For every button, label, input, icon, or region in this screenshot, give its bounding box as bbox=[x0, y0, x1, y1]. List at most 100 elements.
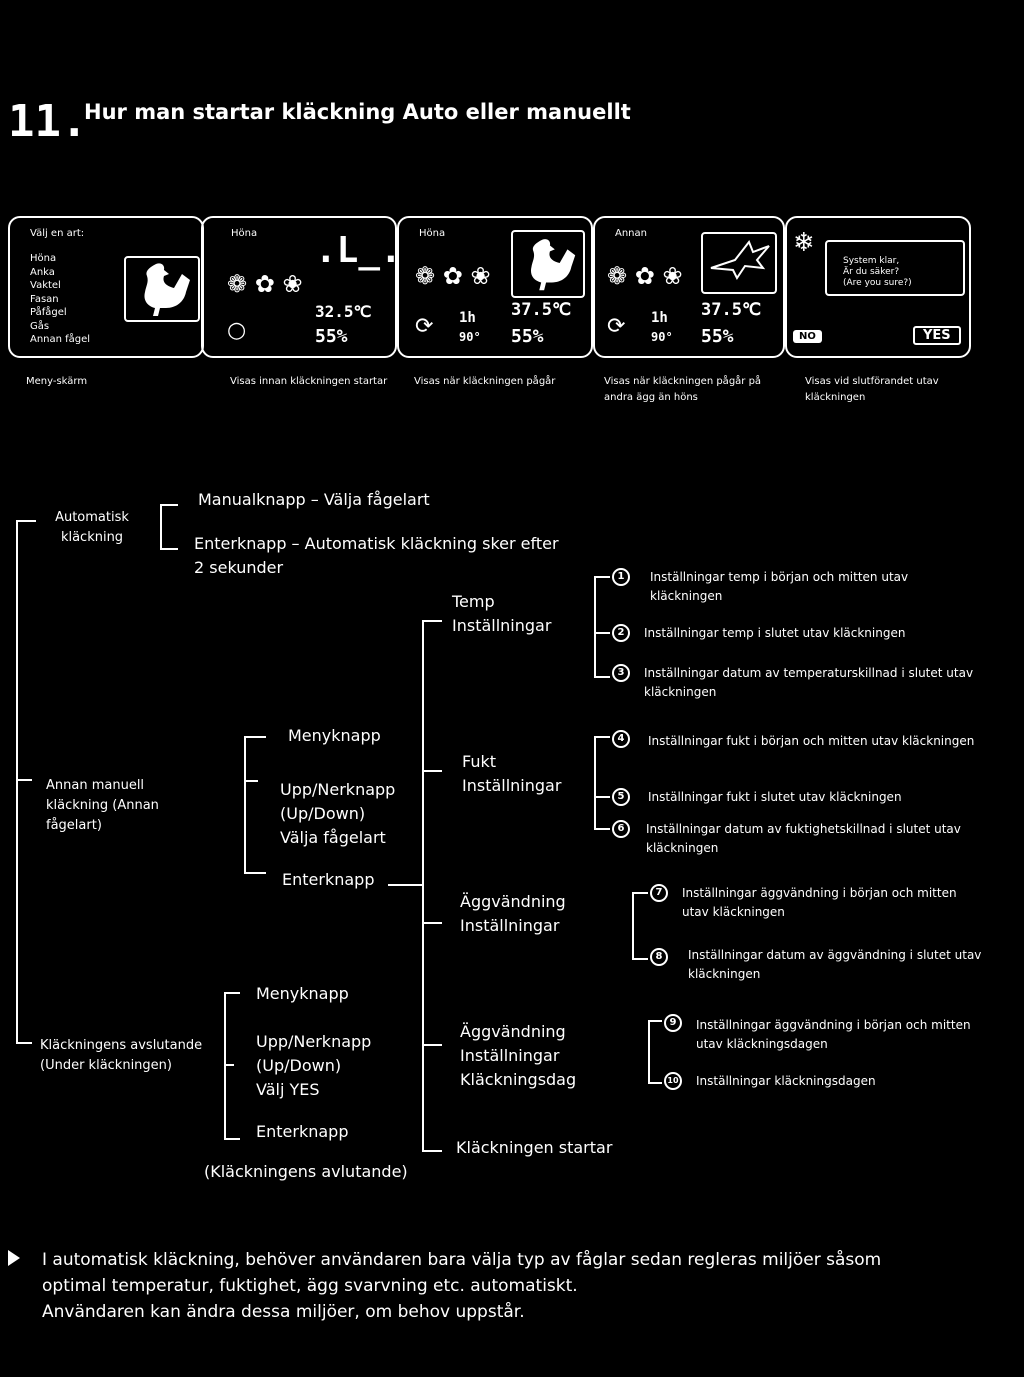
setting-description: Inställningar temp i början och mitten u… bbox=[650, 570, 909, 603]
setting-description: Inställningar kläckningsdagen bbox=[696, 1074, 876, 1088]
temp-group-label: Inställningar bbox=[452, 616, 552, 635]
setting-description: Inställningar fukt i början och mitten u… bbox=[648, 734, 975, 748]
humidity-group-label: Fukt bbox=[462, 752, 497, 771]
turn-angle: 90° bbox=[651, 330, 673, 344]
humidity-readout: 55% bbox=[315, 326, 348, 347]
hatch-day-group-label: Inställningar bbox=[460, 1046, 560, 1065]
setting-description: Inställningar äggvändning i början och m… bbox=[682, 886, 957, 919]
setting-number-icon: 10 bbox=[664, 1072, 682, 1090]
footer-line: optimal temperatur, fuktighet, ägg svarv… bbox=[42, 1276, 578, 1296]
rooster-icon bbox=[511, 230, 585, 298]
during-panel: Höna ❁ ✿ ❀ 37.5℃ ⟳ 1h 90° 55% bbox=[397, 216, 593, 358]
other-bird-panel: Annan ❁ ✿ ❀ 37.5℃ ⟳ 1h 90° 55% bbox=[593, 216, 785, 358]
hatching-starts-label: Kläckningen startar bbox=[456, 1138, 613, 1157]
turn-time: 1h bbox=[651, 310, 668, 326]
list-item: Vaktel bbox=[30, 280, 61, 291]
confirm-line-2: Är du säker? bbox=[843, 267, 900, 277]
setting-description: Inställningar datum av äggvändning i slu… bbox=[688, 948, 982, 981]
setting-description: Inställningar fukt i slutet utav kläckni… bbox=[648, 790, 902, 804]
list-item: Höna bbox=[30, 253, 57, 264]
panel-bird-name: Annan bbox=[615, 228, 647, 239]
menu-button-label: Menyknapp bbox=[288, 726, 381, 745]
end-hatching-label: Kläckningens avslutande (Under kläckning… bbox=[40, 1038, 203, 1073]
humidity-readout: 55% bbox=[701, 326, 734, 347]
section-title: Hur man startar kläckning Auto eller man… bbox=[84, 100, 631, 124]
confirm-line-1: System klar, bbox=[843, 256, 900, 266]
bullet-icon bbox=[8, 1250, 20, 1266]
fan-icon: ❁ ✿ ❀ bbox=[415, 262, 491, 290]
rooster-icon bbox=[124, 256, 200, 322]
end-confirm-panel: ❄ System klar, Är du säker? (Are you sur… bbox=[785, 216, 971, 358]
menu-button-label: Menyknapp bbox=[256, 984, 349, 1003]
turn-time: 1h bbox=[459, 310, 476, 326]
temperature-readout: 37.5℃ bbox=[701, 300, 762, 320]
updown-button-label: Upp/Nerknapp bbox=[280, 780, 396, 799]
humidity-group-label: Inställningar bbox=[462, 776, 562, 795]
auto-step-enter-button: Enterknapp – Automatisk kläckning sker e… bbox=[194, 534, 559, 577]
hatch-day-group-label: Äggvändning bbox=[460, 1022, 566, 1041]
no-button[interactable]: NO bbox=[793, 330, 822, 343]
timer-icon: ○ bbox=[227, 318, 247, 343]
humidity-readout: 55% bbox=[511, 326, 544, 347]
choose-bird-label: Välja fågelart bbox=[280, 828, 386, 847]
setting-description: Inställningar datum av fuktighetskillnad… bbox=[646, 822, 961, 855]
temperature-readout: 32.5℃ bbox=[315, 302, 372, 321]
setting-number-icon: 1 bbox=[612, 568, 630, 586]
bird-list: Höna Anka Vaktel Fasan Påfågel Gås Annan… bbox=[30, 252, 90, 347]
caption: Visas vid slutförandet utav kläckningen bbox=[805, 376, 939, 403]
temp-group-label: Temp bbox=[452, 592, 495, 611]
list-item: Påfågel bbox=[30, 307, 67, 318]
temperature-readout: 37.5℃ bbox=[511, 300, 572, 320]
list-item: Gås bbox=[30, 320, 50, 332]
caption: Visas när kläckningen pågår på andra ägg… bbox=[604, 376, 762, 403]
setting-number-icon: 5 bbox=[612, 788, 630, 806]
before-start-panel: Höna .L_. ❁ ✿ ❀ 32.5℃ ○ 55% bbox=[201, 216, 402, 358]
updown-english-label: (Up/Down) bbox=[280, 804, 366, 823]
section-number: 11. bbox=[8, 96, 88, 147]
footer-line: I automatisk kläckning, behöver användar… bbox=[42, 1250, 882, 1270]
auto-hatching-label: Automatisk kläckning bbox=[55, 510, 129, 545]
fan-icon: ❁ ✿ ❀ bbox=[607, 262, 683, 290]
enter-button-label: Enterknapp bbox=[282, 870, 375, 889]
confirm-message-box: System klar, Är du säker? (Are you sure?… bbox=[825, 240, 965, 296]
setting-number-icon: 7 bbox=[650, 884, 668, 902]
rooster-head-icon: ❄ bbox=[793, 228, 815, 258]
egg-turn-icon: ⟳ bbox=[607, 314, 626, 339]
updown-english-label: (Up/Down) bbox=[256, 1056, 342, 1075]
turn-angle: 90° bbox=[459, 330, 481, 344]
lcd-segment-display: .L_. bbox=[315, 230, 402, 271]
fan-icon: ❁ ✿ ❀ bbox=[227, 270, 303, 298]
caption: Visas innan kläckningen startar bbox=[230, 376, 388, 387]
caption: Visas när kläckningen pågår bbox=[414, 376, 556, 387]
menu-title: Välj en art: bbox=[30, 228, 85, 239]
menu-screen-panel: Välj en art: Höna Anka Vaktel Fasan Påfå… bbox=[8, 216, 204, 358]
setting-number-icon: 8 bbox=[650, 948, 668, 966]
choose-yes-label: Välj YES bbox=[256, 1080, 320, 1099]
confirm-line-3: (Are you sure?) bbox=[843, 278, 912, 288]
setting-description: Inställningar äggvändning i början och m… bbox=[696, 1018, 971, 1051]
footer-line: Användaren kan ändra dessa miljöer, om b… bbox=[42, 1302, 525, 1322]
auto-step-manual-button: Manualknapp – Välja fågelart bbox=[198, 490, 430, 509]
manual-hatching-label: Annan manuell kläckning (Annan fågelart) bbox=[46, 778, 159, 833]
egg-turn-group-label: Inställningar bbox=[460, 916, 560, 935]
setting-description: Inställningar datum av temperaturskillna… bbox=[644, 666, 974, 699]
list-item: Anka bbox=[30, 266, 55, 278]
egg-turn-group-label: Äggvändning bbox=[460, 892, 566, 911]
enter-button-label: Enterknapp bbox=[256, 1122, 349, 1141]
setting-number-icon: 6 bbox=[612, 820, 630, 838]
setting-number-icon: 9 bbox=[664, 1014, 682, 1032]
list-item: Fasan bbox=[30, 293, 59, 305]
yes-button[interactable]: YES bbox=[913, 326, 961, 345]
setting-number-icon: 4 bbox=[612, 730, 630, 748]
caption: Meny-skärm bbox=[26, 376, 88, 387]
panel-bird-name: Höna bbox=[231, 228, 258, 239]
updown-button-label: Upp/Nerknapp bbox=[256, 1032, 372, 1051]
list-item: Annan fågel bbox=[30, 334, 91, 345]
panel-bird-name: Höna bbox=[419, 228, 446, 239]
bird-icon bbox=[701, 232, 777, 294]
hatch-day-group-label: Kläckningsdag bbox=[460, 1070, 577, 1089]
setting-description: Inställningar temp i slutet utav kläckni… bbox=[644, 626, 906, 640]
egg-turn-icon: ⟳ bbox=[415, 314, 434, 339]
setting-number-icon: 3 bbox=[612, 664, 630, 682]
setting-number-icon: 2 bbox=[612, 624, 630, 642]
